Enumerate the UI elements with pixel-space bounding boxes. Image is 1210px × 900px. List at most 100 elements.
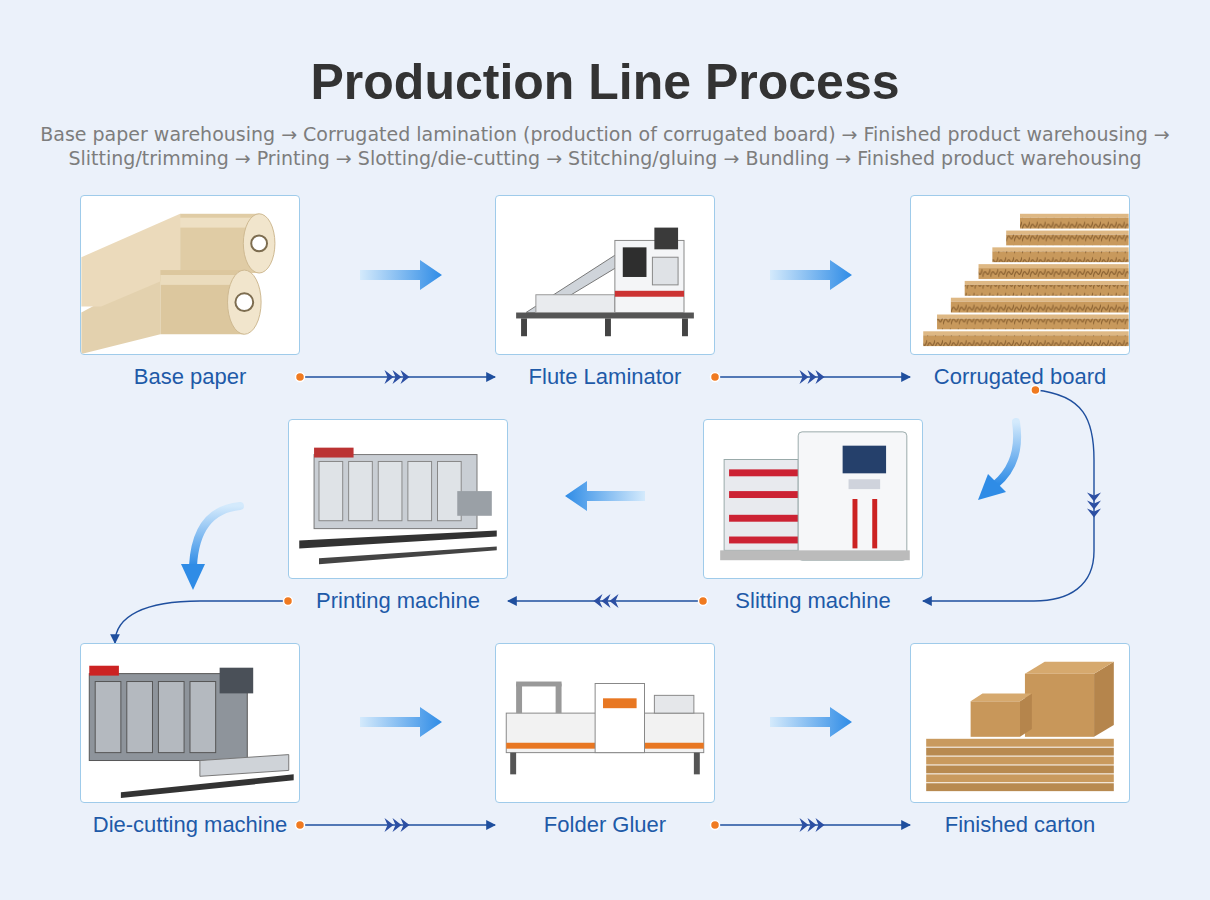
illustration-part [992,247,1128,251]
illustration-part [127,682,153,753]
connector-line [115,601,288,643]
illustration-part [314,455,477,529]
illustration-part [121,774,294,798]
illustration-part [843,446,886,474]
machine-node: Die-cutting machine [80,643,300,838]
connector-dot [296,373,305,382]
connector [923,386,1101,602]
illustration-part [615,291,684,297]
node-label-text: Finished carton [945,812,1095,837]
illustration-part [654,695,694,713]
illustration-part [951,302,1129,313]
connector-dot [711,373,720,382]
illustration-part [1025,674,1094,737]
connector-dot [296,821,305,830]
illustration-part [158,682,184,753]
machine-node: Finished carton [910,643,1130,838]
flow-arrow [360,707,442,737]
illustration-part [349,461,373,520]
illustration-part [235,293,253,311]
illustration-part [603,698,637,708]
direction-chevrons [385,370,410,384]
illustration-part [516,682,561,687]
flow-arrow [996,422,1017,484]
illustration-part [979,268,1129,279]
connector [508,594,708,608]
illustration-part [1006,231,1128,235]
illustration-part [314,448,354,458]
chevron [800,818,809,832]
image-card [288,419,508,579]
node-label-text: Corrugated board [934,364,1106,389]
node-label: Die-cutting machine [80,812,300,838]
direction-chevrons [594,594,619,608]
illustration-part [1020,214,1129,218]
machine-node: Base paper [80,195,300,390]
illustration-part [926,748,1114,756]
illustration-part [853,499,858,548]
illustration-part [615,240,684,312]
illustration-part [457,491,492,516]
illustration-part [729,537,798,544]
chevron [401,370,410,384]
flow-arrow [360,260,442,290]
direction-chevrons [800,370,825,384]
direction-chevrons [800,818,825,832]
illustration-part [605,318,611,336]
image-card [910,643,1130,803]
chevron [808,370,817,384]
chevron [1087,501,1101,510]
image-card [495,195,715,355]
illustration-part [729,469,798,476]
illustration-part [923,335,1128,346]
image-card [495,643,715,803]
illustration-part [694,753,700,775]
node-label: Finished carton [910,812,1130,838]
illustration-part [926,757,1114,765]
node-label: Slitting machine [703,588,923,614]
illustration-part [965,285,1129,296]
connector-dot [699,597,708,606]
node-label-text: Slitting machine [735,588,890,613]
illustration-part [516,313,694,319]
chevron [816,818,825,832]
flow-arrow [193,506,240,566]
illustration-part [965,281,1129,285]
illustration-part [496,196,714,354]
illustration-part [1025,662,1114,674]
node-label-text: Die-cutting machine [93,812,287,837]
node-label: Corrugated board [910,364,1130,390]
node-label-text: Flute Laminator [529,364,682,389]
illustration-part [516,684,522,714]
illustration-part [556,684,562,714]
node-label-text: Base paper [134,364,247,389]
illustration-part [926,774,1114,782]
node-label: Printing machine [288,588,508,614]
illustration-part [652,257,678,285]
image-card [703,419,923,579]
title: Production Line Process [0,52,1210,112]
connector-dot [711,821,720,830]
connector-dot [284,597,293,606]
illustration-part [704,420,922,578]
illustration-part [319,546,497,564]
illustration-part [595,684,644,753]
illustration-part [95,682,121,753]
illustration-part [654,228,678,250]
illustration-part [729,491,798,498]
flow-arrow [770,260,852,290]
illustration-part [872,499,877,548]
illustration-part [289,420,507,578]
illustration-part [992,251,1128,262]
illustration-part [251,236,267,252]
illustration-part [408,461,432,520]
illustration-part [937,315,1129,319]
illustration-part [911,196,1129,354]
chevron [1087,493,1101,502]
chevron [800,370,809,384]
illustration-part [849,479,881,489]
illustration-part [926,739,1114,747]
caption: Base paper warehousing → Corrugated lami… [10,122,1200,170]
illustration-part [299,531,497,549]
flow-arrow [770,707,852,737]
